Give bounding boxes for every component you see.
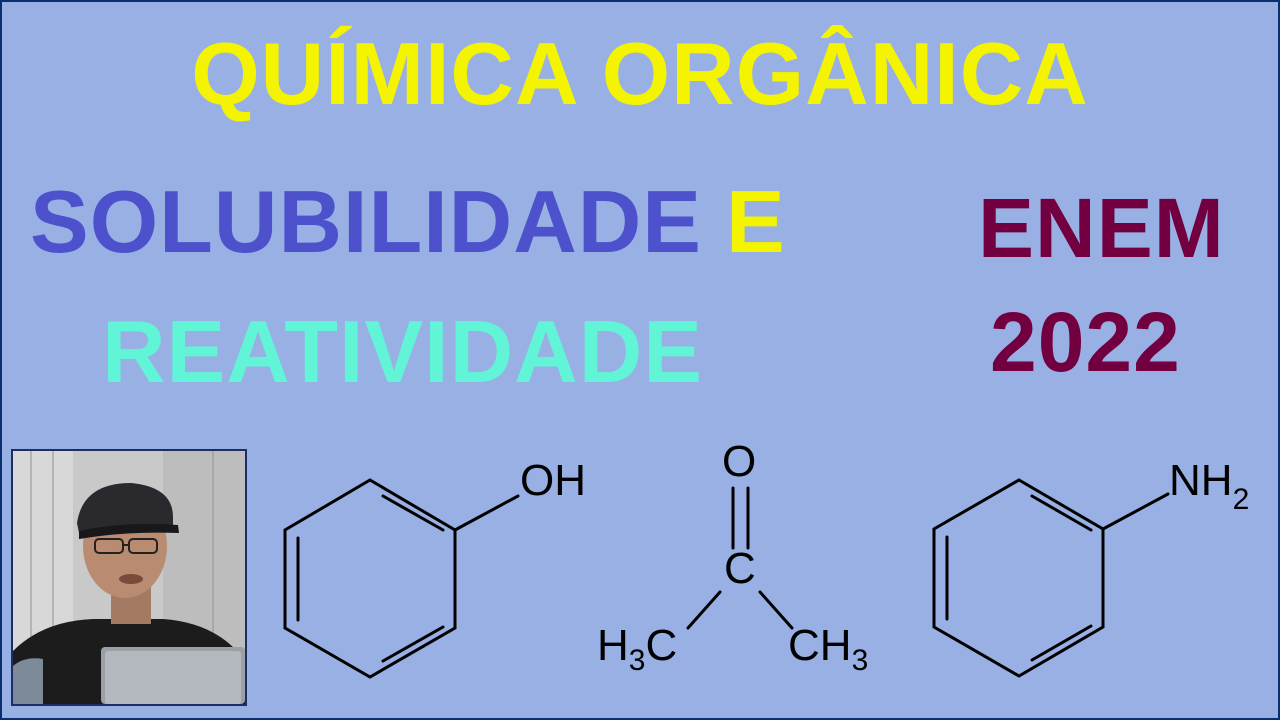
methyl-left-h: H <box>597 621 629 670</box>
aniline-ring <box>932 478 1105 678</box>
and-word: E <box>726 172 786 271</box>
methyl-left-subscript: 3 <box>629 644 646 677</box>
page-title: QUÍMICA ORGÂNICA <box>191 24 1089 123</box>
methyl-right-subscript: 3 <box>852 644 869 677</box>
exam-year: 2022 <box>990 295 1181 389</box>
solubility-word: SOLUBILIDADE <box>30 172 702 271</box>
acetone-structure <box>686 486 794 630</box>
acetone-oxygen-label: O <box>722 437 756 486</box>
methyl-left-c: C <box>645 621 677 670</box>
aniline-subscript: 2 <box>1233 483 1250 516</box>
acetone-carbon-label: C <box>724 544 756 593</box>
methyl-right-ch: CH <box>788 621 852 670</box>
phenol-structure <box>283 478 520 679</box>
aniline-nh: NH <box>1169 456 1233 505</box>
phenol-hydroxyl-label: OH <box>520 456 586 505</box>
presenter-illustration <box>13 451 245 704</box>
presenter-webcam-image <box>11 449 247 706</box>
phenol-oh-bond <box>453 494 520 532</box>
aniline-amine-label: NH2 <box>1169 456 1249 516</box>
aniline-structure <box>932 478 1170 678</box>
aniline-nh2-bond <box>1101 492 1170 531</box>
methyl-left-label: H3C <box>597 621 677 677</box>
methyl-right-label: CH3 <box>788 621 868 677</box>
exam-name: ENEM <box>978 181 1225 275</box>
phenol-ring <box>283 478 457 679</box>
reactivity-word: REATIVIDADE <box>102 302 703 401</box>
